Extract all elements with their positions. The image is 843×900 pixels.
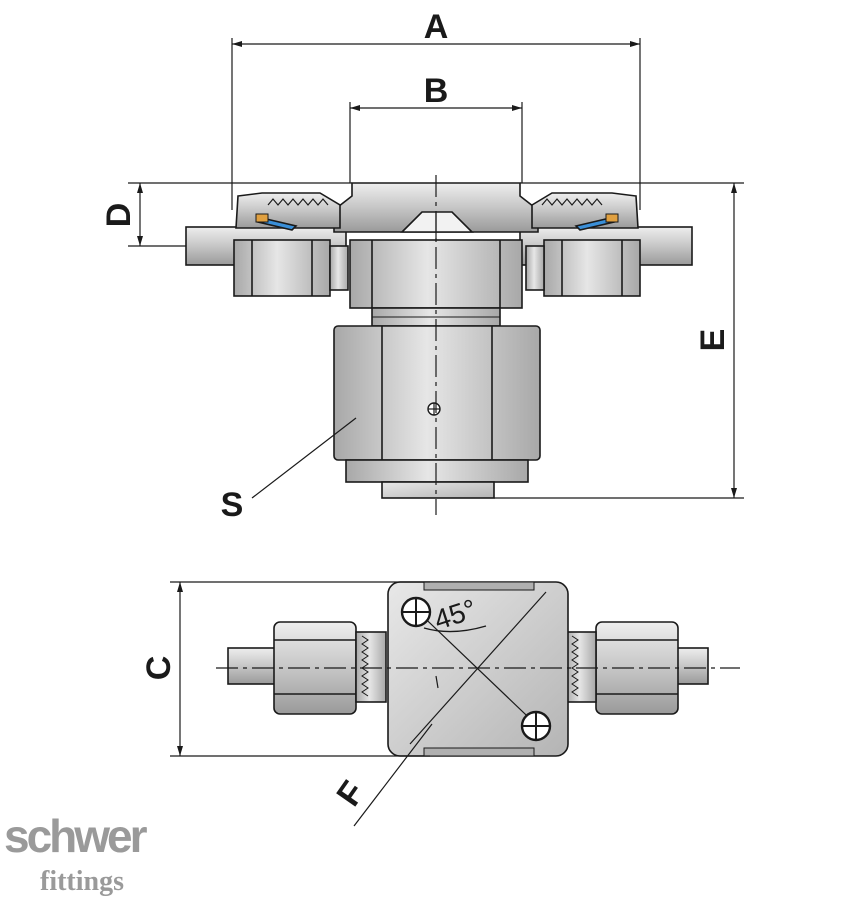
mounting-hole-top-left <box>400 596 432 628</box>
left-nut-top <box>235 192 341 229</box>
right-nut-top <box>531 192 639 229</box>
brand-logo: schwer fittings <box>4 810 151 897</box>
brand-line1: schwer <box>4 810 148 862</box>
label-e: E <box>694 329 732 352</box>
label-a: A <box>424 8 449 46</box>
brand-line2: fittings <box>40 866 124 897</box>
left-hex-nut <box>233 239 331 297</box>
label-b: B <box>424 72 449 110</box>
right-hex-nut <box>543 239 641 297</box>
plan-left-tube <box>227 647 281 685</box>
dimensions-side-view <box>128 38 744 499</box>
plan-view <box>216 581 740 757</box>
dimensions-plan-view <box>170 581 433 827</box>
label-d: D <box>100 203 138 228</box>
body-top <box>333 182 539 233</box>
center-cone <box>400 211 474 233</box>
side-view <box>185 175 693 515</box>
angle-arc <box>423 625 487 633</box>
mounting-hole-bottom-right <box>520 710 552 742</box>
label-f: F <box>329 774 372 813</box>
hex-nut-s <box>333 325 541 461</box>
label-c: C <box>140 656 178 681</box>
label-s: S <box>221 486 244 524</box>
